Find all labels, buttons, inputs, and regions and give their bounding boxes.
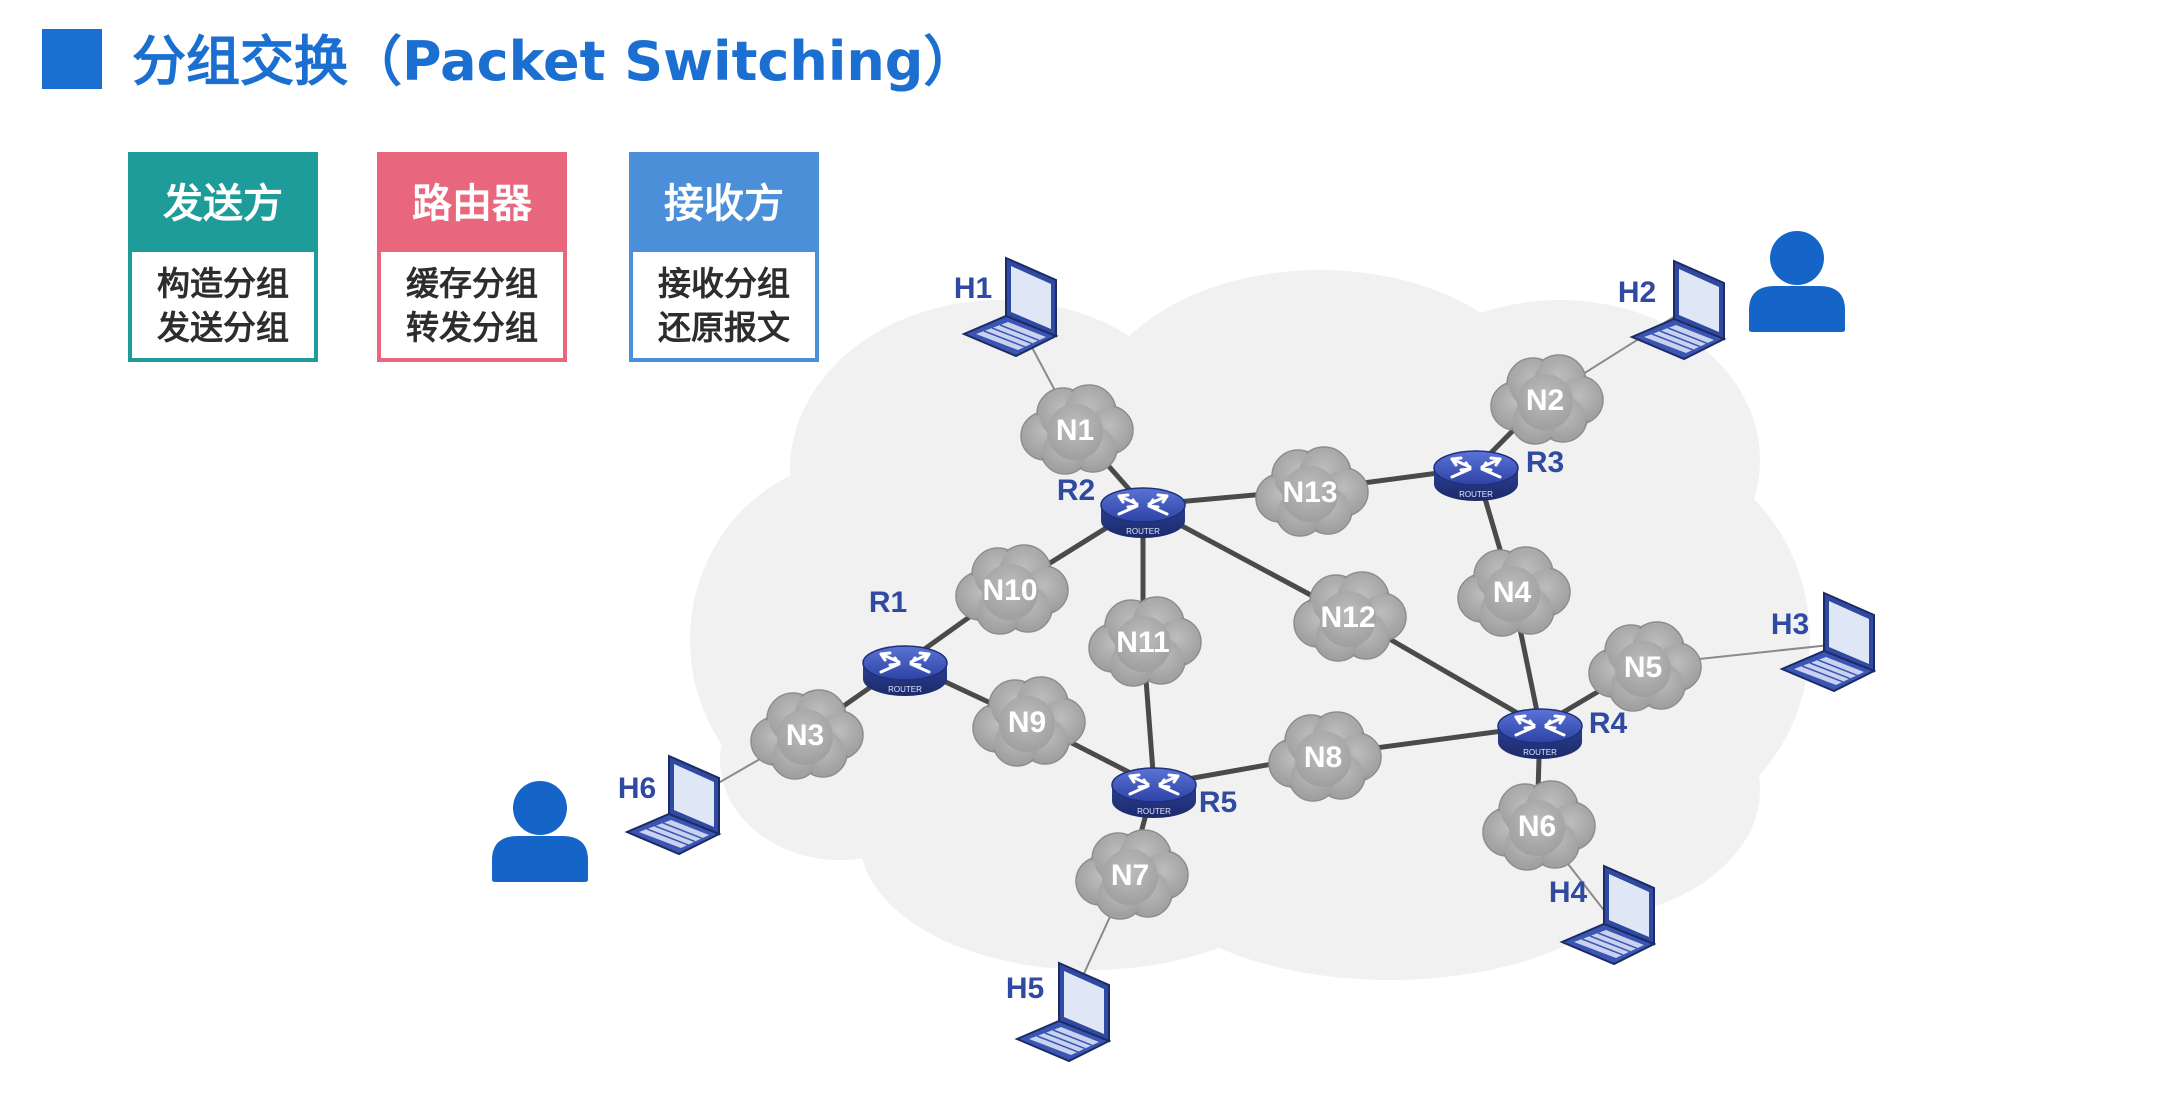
network-cloud-n7: N7	[1075, 829, 1189, 920]
router-arrows-icon	[1117, 493, 1169, 516]
network-label: N6	[1518, 810, 1556, 843]
host-label-h4: H4	[1549, 876, 1588, 909]
network-cloud-n11: N11	[1088, 596, 1202, 687]
host-label-h1: H1	[954, 272, 992, 305]
page-title: 分组交换（Packet Switching）	[132, 30, 978, 93]
card-line: 转发分组	[406, 308, 538, 347]
network-label: N7	[1111, 859, 1149, 892]
network-label: N4	[1493, 576, 1532, 609]
network-label: N9	[1008, 706, 1046, 739]
network-cloud-n4: N4	[1457, 546, 1571, 637]
laptop-icon	[1014, 961, 1112, 1063]
card-title: 路由器	[381, 156, 563, 252]
card-line: 还原报文	[658, 308, 790, 347]
router-arrows-icon	[1128, 773, 1180, 796]
network-cloud-n9: N9	[972, 676, 1086, 767]
user-icon	[492, 781, 588, 882]
card-router: 路由器 缓存分组 转发分组	[377, 152, 567, 362]
router-label: R1	[869, 586, 907, 619]
router-icon-text: ROUTER	[888, 685, 922, 694]
router-label: R4	[1589, 707, 1628, 740]
card-line: 缓存分组	[406, 264, 538, 303]
network-cloud-n5: N5	[1588, 621, 1702, 712]
laptop-icon	[1779, 591, 1877, 693]
laptop-icon	[624, 754, 722, 856]
router-arrows-icon	[1514, 714, 1566, 737]
router-r2: ROUTER	[1100, 487, 1186, 538]
router-label: R5	[1199, 786, 1237, 819]
network-cloud-n6: N6	[1482, 780, 1596, 871]
nodes: N1N2N3N4N5N6N7N8N9N10N11N12N13ROUTERR1RO…	[492, 231, 1877, 1063]
router-label: R2	[1057, 474, 1095, 507]
laptop-icon	[1629, 259, 1727, 361]
internet-cloud-background	[690, 270, 1810, 980]
network-cloud-n3: N3	[750, 689, 864, 780]
network-label: N5	[1624, 651, 1662, 684]
card-line: 发送分组	[157, 308, 289, 347]
card-line: 接收分组	[658, 264, 790, 303]
network-cloud-n13: N13	[1255, 446, 1369, 537]
network-label: N1	[1056, 414, 1094, 447]
network-label: N8	[1304, 741, 1342, 774]
router-icon-text: ROUTER	[1459, 490, 1493, 499]
router-r4: ROUTER	[1497, 708, 1583, 759]
network-cloud-n2: N2	[1490, 354, 1604, 445]
host-label-h5: H5	[1006, 972, 1044, 1005]
card-receiver: 接收方 接收分组 还原报文	[629, 152, 819, 362]
host-label-h6: H6	[618, 772, 656, 805]
network-label: N2	[1526, 384, 1564, 417]
laptop-icon	[1559, 864, 1657, 966]
network-cloud-n8: N8	[1268, 711, 1382, 802]
router-icon-text: ROUTER	[1137, 807, 1171, 816]
card-line: 构造分组	[157, 264, 289, 303]
host-label-h2: H2	[1618, 276, 1656, 309]
router-icon-text: ROUTER	[1523, 748, 1557, 757]
network-cloud-n1: N1	[1020, 384, 1134, 475]
router-r5: ROUTER	[1111, 767, 1197, 818]
router-r1: ROUTER	[862, 645, 948, 696]
network-cloud-n10: N10	[955, 544, 1069, 635]
network-cloud-n12: N12	[1293, 571, 1407, 662]
user-icon	[1749, 231, 1845, 332]
card-title: 发送方	[132, 156, 314, 252]
host-label-h3: H3	[1771, 608, 1809, 641]
network-label: N13	[1282, 476, 1337, 509]
router-label: R3	[1526, 446, 1564, 479]
title-marker	[42, 29, 102, 89]
router-arrows-icon	[879, 651, 931, 674]
card-title: 接收方	[633, 156, 815, 252]
router-icon-text: ROUTER	[1126, 527, 1160, 536]
router-arrows-icon	[1450, 456, 1502, 479]
network-label: N11	[1116, 626, 1169, 659]
router-r3: ROUTER	[1433, 450, 1519, 501]
card-sender: 发送方 构造分组 发送分组	[128, 152, 318, 362]
network-label: N12	[1320, 601, 1375, 634]
network-label: N10	[982, 574, 1037, 607]
laptop-icon	[961, 256, 1059, 358]
network-label: N3	[786, 719, 824, 752]
